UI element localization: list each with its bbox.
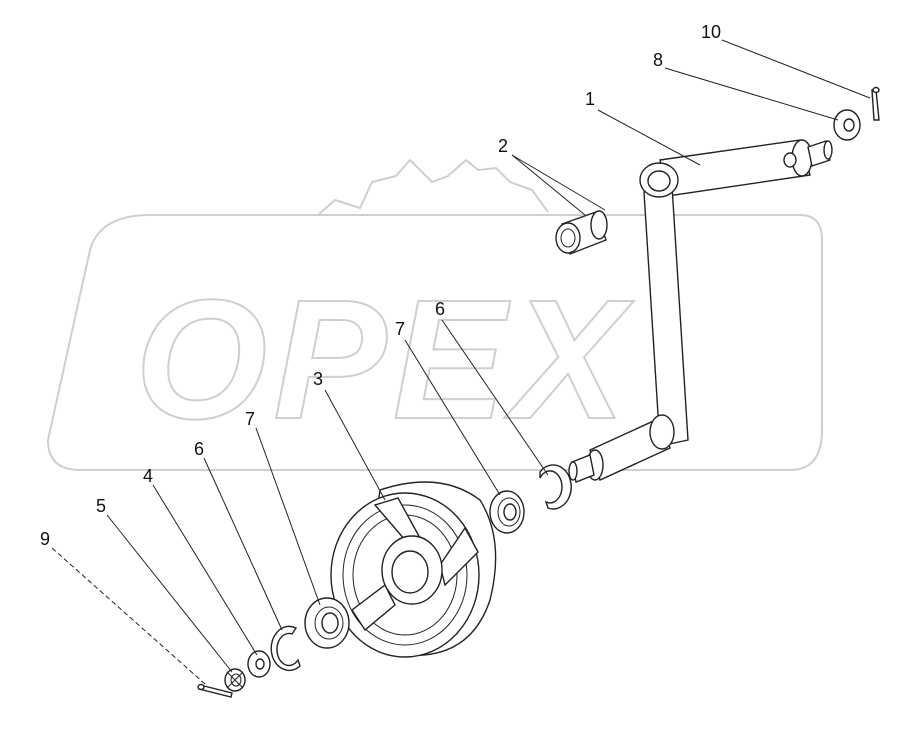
callout-7-lower: 7: [245, 409, 255, 429]
callout-3: 3: [313, 369, 323, 389]
callout-8: 8: [653, 50, 663, 70]
callout-2: 2: [498, 136, 508, 156]
part-9-cotter-pin: [197, 683, 233, 698]
callout-7-upper: 7: [395, 319, 405, 339]
callout-6-lower: 6: [194, 439, 204, 459]
watermark: OPEX: [46, 158, 823, 471]
part-1-crank-arm: [568, 139, 833, 483]
part-5-castle-nut: [224, 668, 246, 692]
callout-9: 9: [40, 529, 50, 549]
callout-6-upper: 6: [435, 299, 445, 319]
callout-4: 4: [143, 466, 153, 486]
part-7-bearing-lower: [304, 597, 350, 649]
watermark-gear: [317, 158, 549, 216]
part-6-retaining-ring-upper: [539, 464, 572, 510]
watermark-frame: [46, 214, 823, 471]
callout-5: 5: [96, 496, 106, 516]
part-2-bushing: [555, 210, 608, 255]
part-3-pulley-wheel: [330, 481, 497, 658]
watermark-text: OPEX: [135, 265, 634, 455]
part-4-washer: [247, 650, 271, 678]
part-7-bearing-upper: [489, 490, 525, 534]
callouts: 10 8 1 2 6 7 3 7 6 4 5 9: [40, 22, 721, 549]
callout-1: 1: [585, 89, 595, 109]
callout-10: 10: [701, 22, 721, 42]
leader-lines: [51, 39, 871, 685]
part-10-cotter-pin: [871, 86, 880, 121]
part-6-retaining-ring-lower: [270, 625, 301, 672]
part-8-washer: [833, 109, 861, 141]
